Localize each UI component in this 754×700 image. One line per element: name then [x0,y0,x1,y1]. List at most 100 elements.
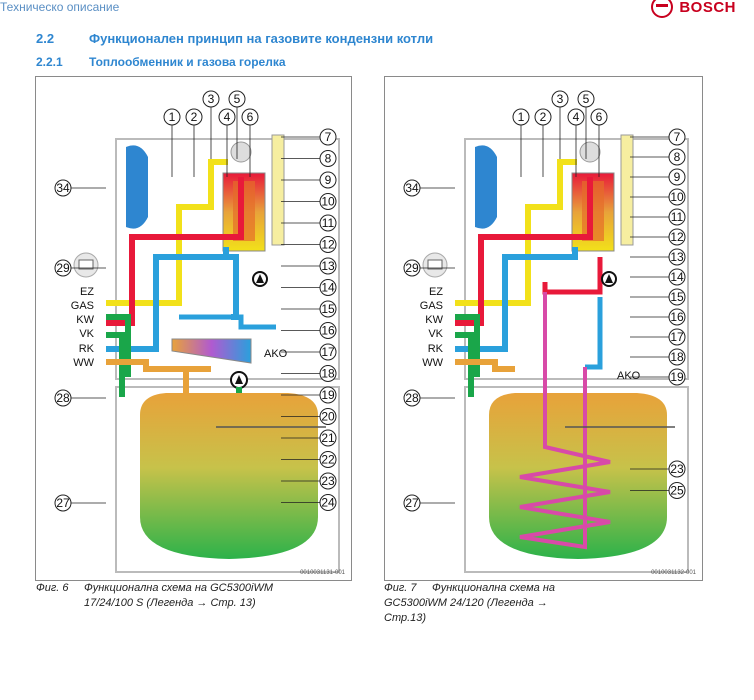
callout-number-16: 16 [670,310,684,324]
section-number: 2.2 [36,31,55,46]
callout-circle [590,108,608,126]
callout-circle [319,322,337,339]
brand-name: BOSCH [679,0,736,16]
callout-number-4: 4 [224,110,231,124]
callout-circle [668,288,686,306]
figure-code: 0010031131-001 [300,570,345,576]
callout-circle [403,259,421,277]
callout-circle [668,248,686,266]
callout-number-18: 18 [321,367,335,381]
caption-line: 17/24/100 S (Легенда → Стр. 13) [84,597,256,609]
callout-number-7: 7 [325,130,332,144]
callout-circle [668,460,686,478]
conn-ez: EZ [80,286,94,298]
callout-circle [54,259,72,277]
conn-rk: RK [79,343,95,355]
callout-number-6: 6 [247,110,254,124]
callout-circle [319,279,337,296]
callout-circle [668,128,686,146]
callout-number-17: 17 [321,345,335,359]
callout-number-34: 34 [56,181,70,195]
callout-circle [668,148,686,166]
callout-circle [54,179,72,197]
callout-number-13: 13 [321,259,335,273]
caption-label: Фиг. 6 [36,582,69,594]
figure-7-caption: Фиг. 7 Функционална схема на GC5300iWM 24/… [384,581,694,626]
callout-circle [319,193,337,210]
conn-ez: EZ [429,286,443,298]
callout-number-11: 11 [322,216,335,230]
callout-circle [403,179,421,197]
ako-label: AKO [264,348,288,360]
callout-circle [228,90,246,108]
callout-circle [668,368,686,386]
callout-number-17: 17 [670,330,684,344]
callout-number-13: 13 [670,250,684,264]
callout-circle [54,494,72,512]
callout-number-11: 11 [671,210,684,224]
connection-labels: EZ GAS KW VK RK WW [420,286,444,369]
conn-kw: KW [76,314,94,326]
callout-number-23: 23 [321,474,335,488]
callout-circle [668,482,686,499]
callout-number-2: 2 [540,110,547,124]
callout-number-12: 12 [321,238,335,252]
callout-number-15: 15 [321,302,335,316]
callout-number-34: 34 [405,181,419,195]
callout-number-3: 3 [557,92,564,106]
connection-labels: EZ GAS KW VK RK WW [71,286,95,369]
callout-circle [577,90,595,108]
callout-circle [319,236,337,253]
caption-label: Фиг. 7 [384,582,417,594]
callout-circle [319,408,337,425]
callout-circle [403,494,421,512]
subsection-heading: 2.2.1 Топлообменник и газова горелка [36,55,286,69]
callout-number-14: 14 [670,270,684,284]
callout-circle [668,168,686,186]
figure-code: 0010031132-001 [651,570,696,576]
callout-number-19: 19 [670,370,684,384]
conn-vk: VK [79,328,94,340]
callout-number-25: 25 [670,484,684,498]
callout-circle [319,429,337,447]
caption-line: Функционална схема на [432,582,556,594]
callout-circle [668,208,686,226]
callout-number-16: 16 [321,324,335,338]
callout-circle [668,228,686,246]
callout-circle [668,348,686,366]
conn-ww: WW [73,357,94,369]
callout-number-8: 8 [325,152,332,166]
callout-circle [185,108,203,126]
callout-number-29: 29 [405,261,419,275]
callout-number-1: 1 [518,110,525,124]
callout-circle [319,451,337,468]
conn-ww: WW [422,357,443,369]
callout-circle [319,343,337,361]
callout-circle [319,128,337,146]
subsection-number: 2.2.1 [36,55,63,69]
callout-number-29: 29 [56,261,70,275]
callout-number-27: 27 [405,496,419,510]
conn-gas: GAS [420,300,443,312]
callout-circle [163,108,181,126]
callout-number-2: 2 [191,110,198,124]
callout-circle [668,328,686,346]
callout-circle [218,108,236,126]
callout-number-10: 10 [670,190,684,204]
callout-circle [202,90,220,108]
callout-circle [54,389,72,407]
callout-circle [534,108,552,126]
callout-circle [512,108,530,126]
conn-rk: RK [428,343,444,355]
callout-circle [319,386,337,404]
brand-logo: BOSCH [651,0,736,18]
caption-line: GC5300iWM 24/120 (Легенда → [384,597,548,609]
callout-circle [319,150,337,167]
section-heading: 2.2 Функционален принцип на газовите кон… [36,31,433,46]
callout-circle [319,257,337,275]
callout-number-9: 9 [325,173,332,187]
callout-number-14: 14 [321,281,335,295]
